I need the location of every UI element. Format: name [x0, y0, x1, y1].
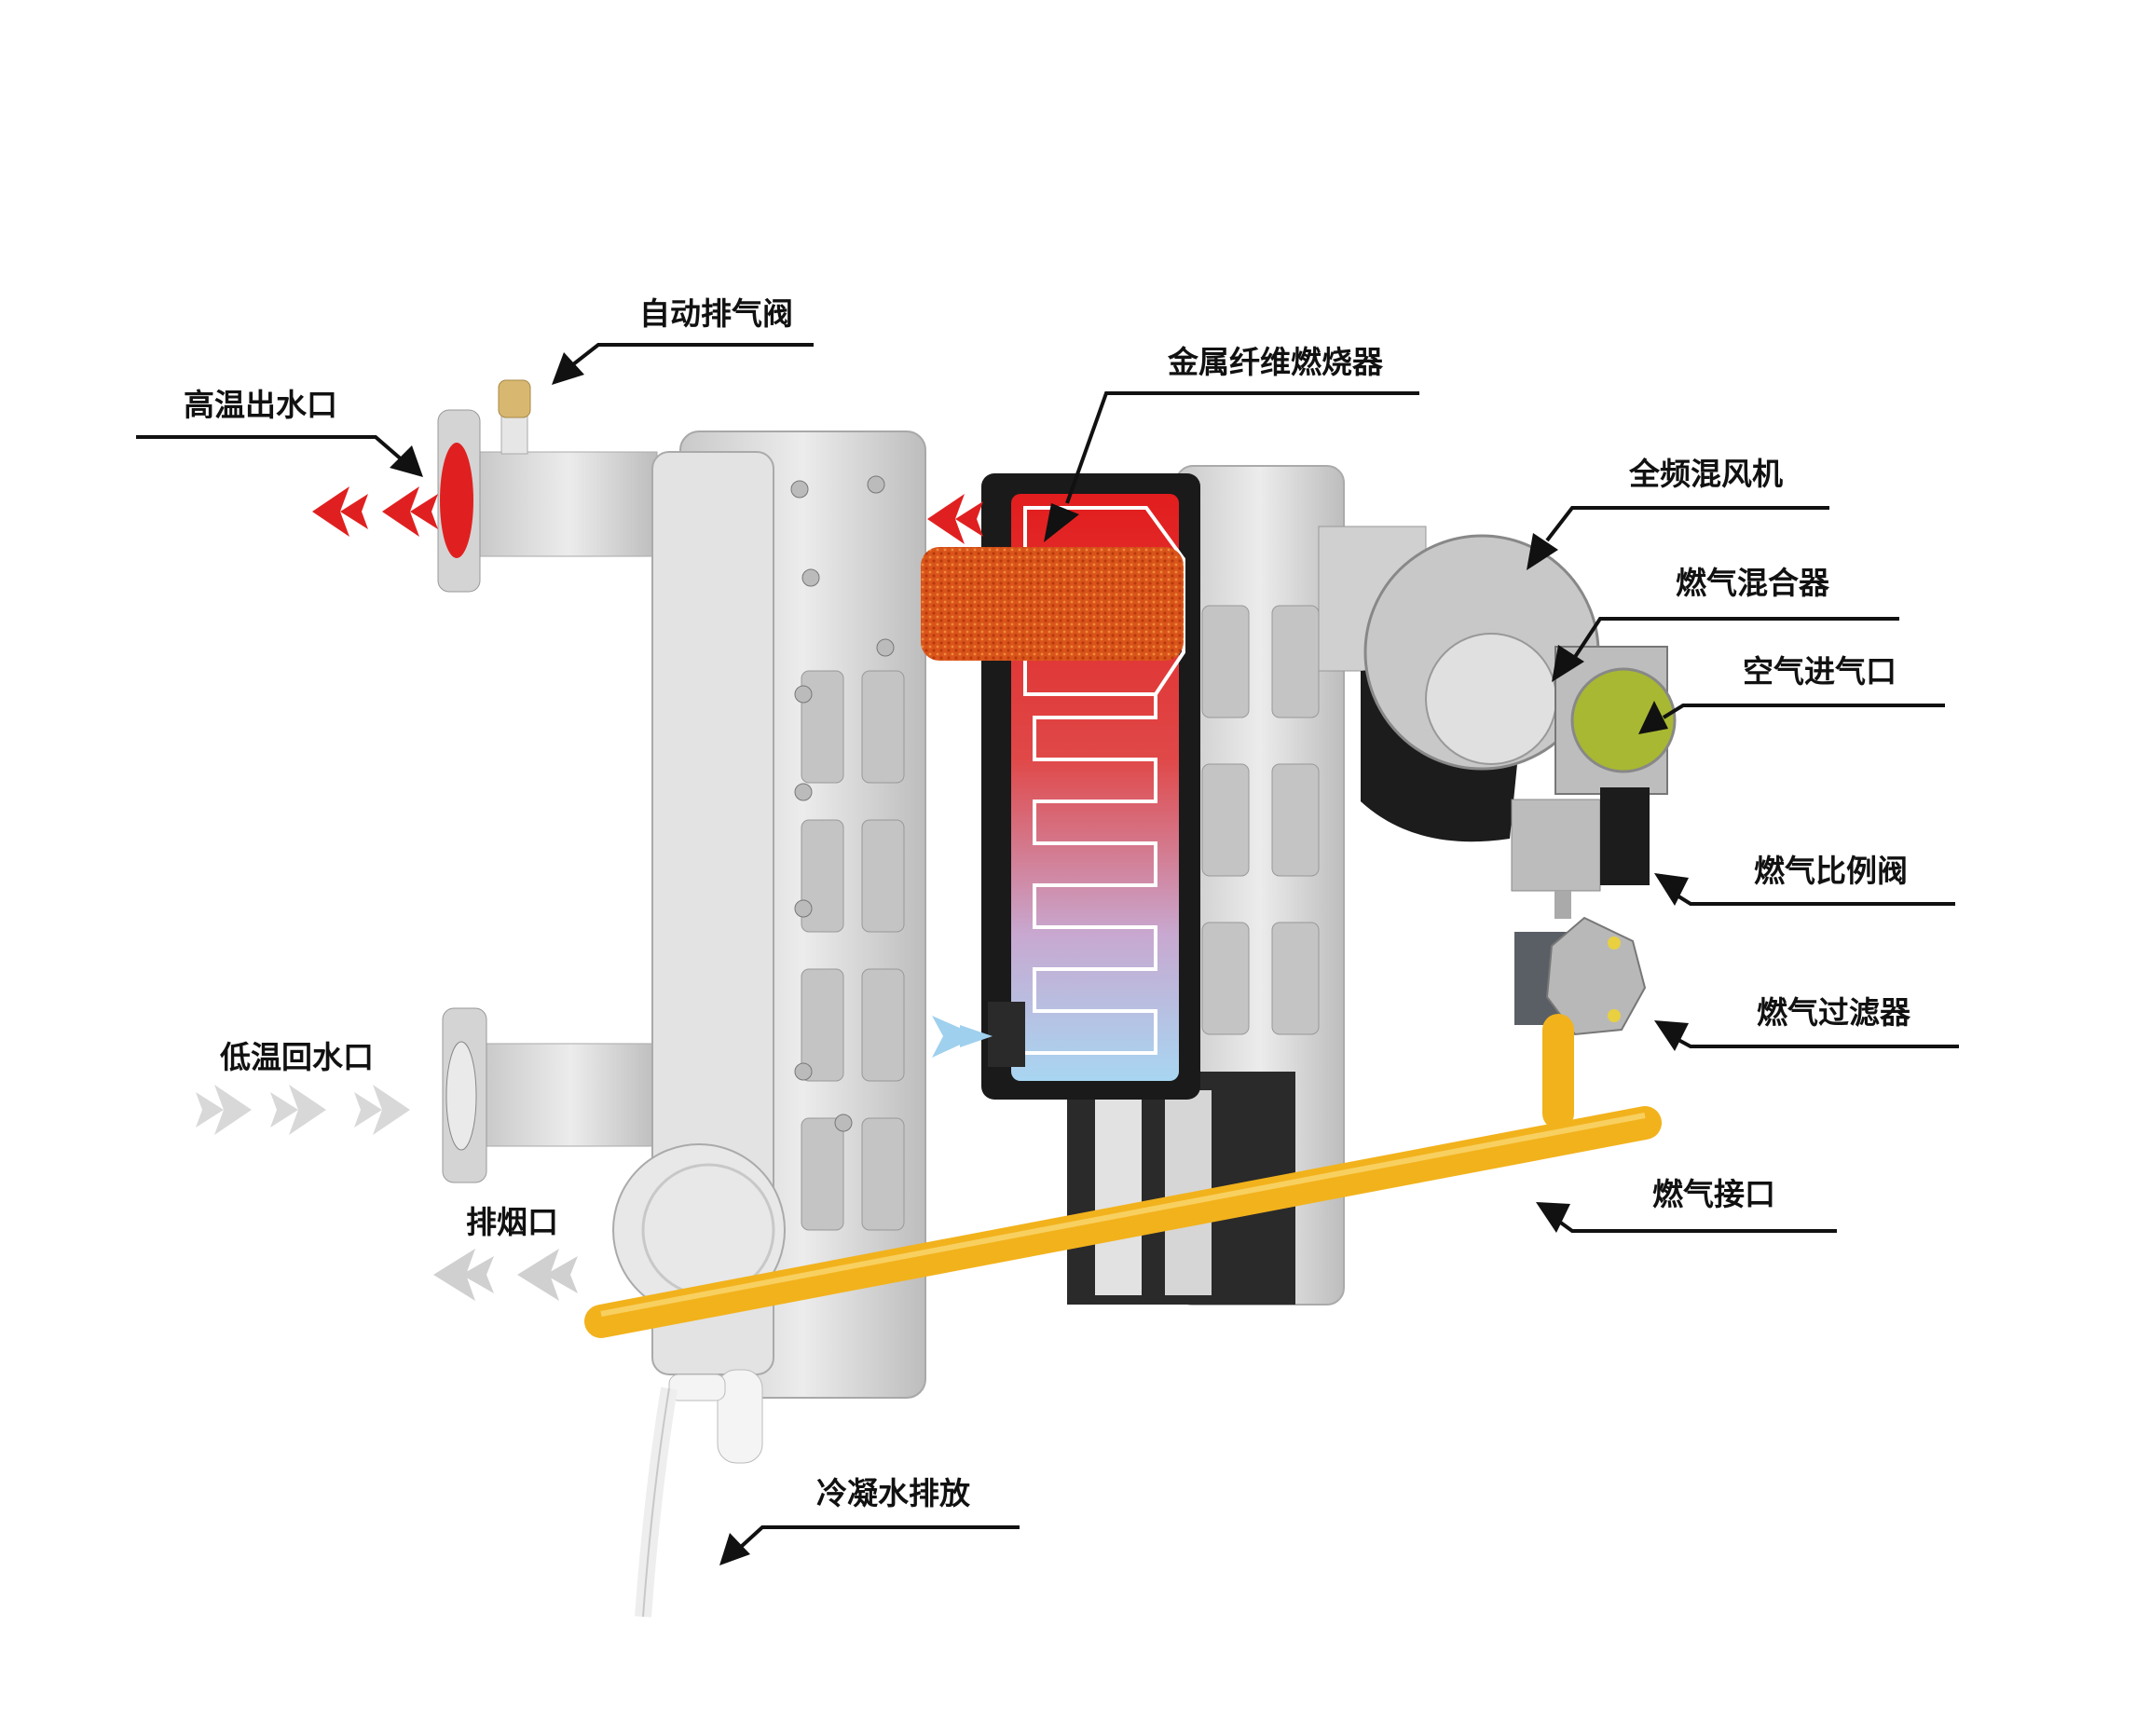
label-metal-fiber-burner: 金属纤维燃烧器	[1167, 344, 1384, 380]
label-auto-vent-valve: 自动排气阀	[639, 295, 793, 332]
label-gas-mixer: 燃气混合器	[1676, 565, 1830, 601]
gas-filter	[1514, 916, 1647, 1036]
heat-exchanger-right	[1067, 465, 1345, 1305]
full-frequency-fan	[1318, 526, 1600, 842]
metal-fiber-burner	[921, 547, 1184, 661]
flue-gas-arrows	[433, 1249, 578, 1301]
water-flow-path	[1023, 506, 1185, 1055]
hot-water-outlet-pipe	[437, 379, 658, 593]
label-flue-outlet: 排烟口	[466, 1204, 558, 1240]
label-cold-water-return: 低温回水口	[220, 1039, 374, 1075]
heat-exchanger-left	[651, 431, 926, 1399]
label-hot-water-outlet: 高温出水口	[184, 387, 337, 423]
cold-inlet-arrow	[932, 1016, 993, 1058]
condensate-drain-hose	[635, 1369, 763, 1618]
label-gas-filter: 燃气过滤器	[1757, 994, 1911, 1031]
gas-proportional-valve	[1511, 787, 1650, 892]
label-gas-proportional-valve: 燃气比例阀	[1754, 853, 1908, 889]
label-condensate-drain: 冷凝水排放	[816, 1475, 971, 1511]
label-gas-connection: 燃气接口	[1652, 1176, 1775, 1212]
gas-pipe	[584, 1014, 1662, 1338]
cold-water-return-pipe	[442, 1007, 658, 1183]
hot-water-flow-arrows	[312, 486, 983, 544]
label-full-frequency-fan: 全频混风机	[1628, 456, 1783, 492]
callout-leaders	[136, 343, 1959, 1565]
auto-vent-valve	[498, 379, 531, 418]
label-air-inlet: 空气进气口	[1743, 653, 1897, 690]
cold-water-flow-arrows	[196, 1085, 410, 1135]
